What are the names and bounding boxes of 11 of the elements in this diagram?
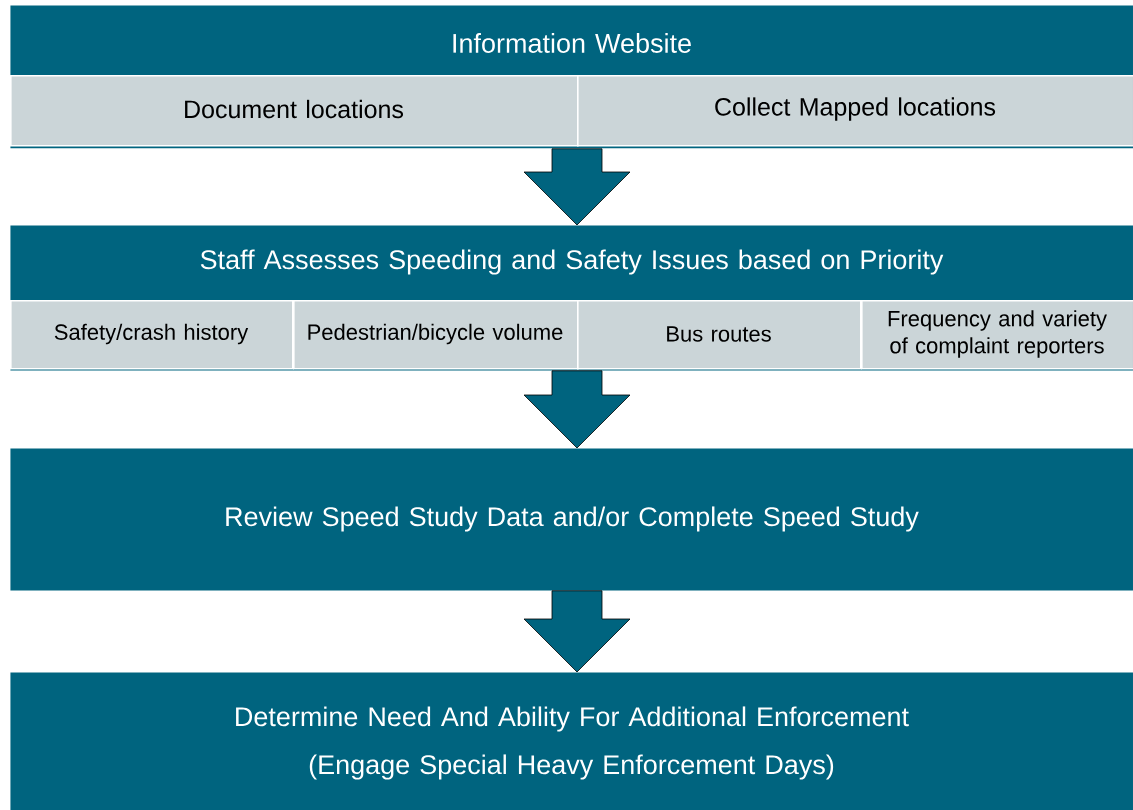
category-box: Document locations xyxy=(10,75,579,147)
step-band: Review Speed Study Data and/or Complete Speed Study xyxy=(10,448,1133,591)
criteria-box: Safety/crash history xyxy=(10,300,294,370)
category-box: Collect Mapped locations xyxy=(577,75,1133,147)
block-arrow xyxy=(523,148,631,226)
block-arrow xyxy=(523,370,631,449)
criteria-box: Bus routes xyxy=(577,300,862,370)
criteria-box: Frequency and variety of complaint reporters xyxy=(861,300,1133,370)
block-arrow xyxy=(523,590,631,673)
criteria-box: Pedestrian/bicycle volume xyxy=(293,300,579,370)
step-band: Determine Need And Ability For Additional Enforcement (Engage Special Heavy Enforcement Days) xyxy=(10,672,1133,810)
